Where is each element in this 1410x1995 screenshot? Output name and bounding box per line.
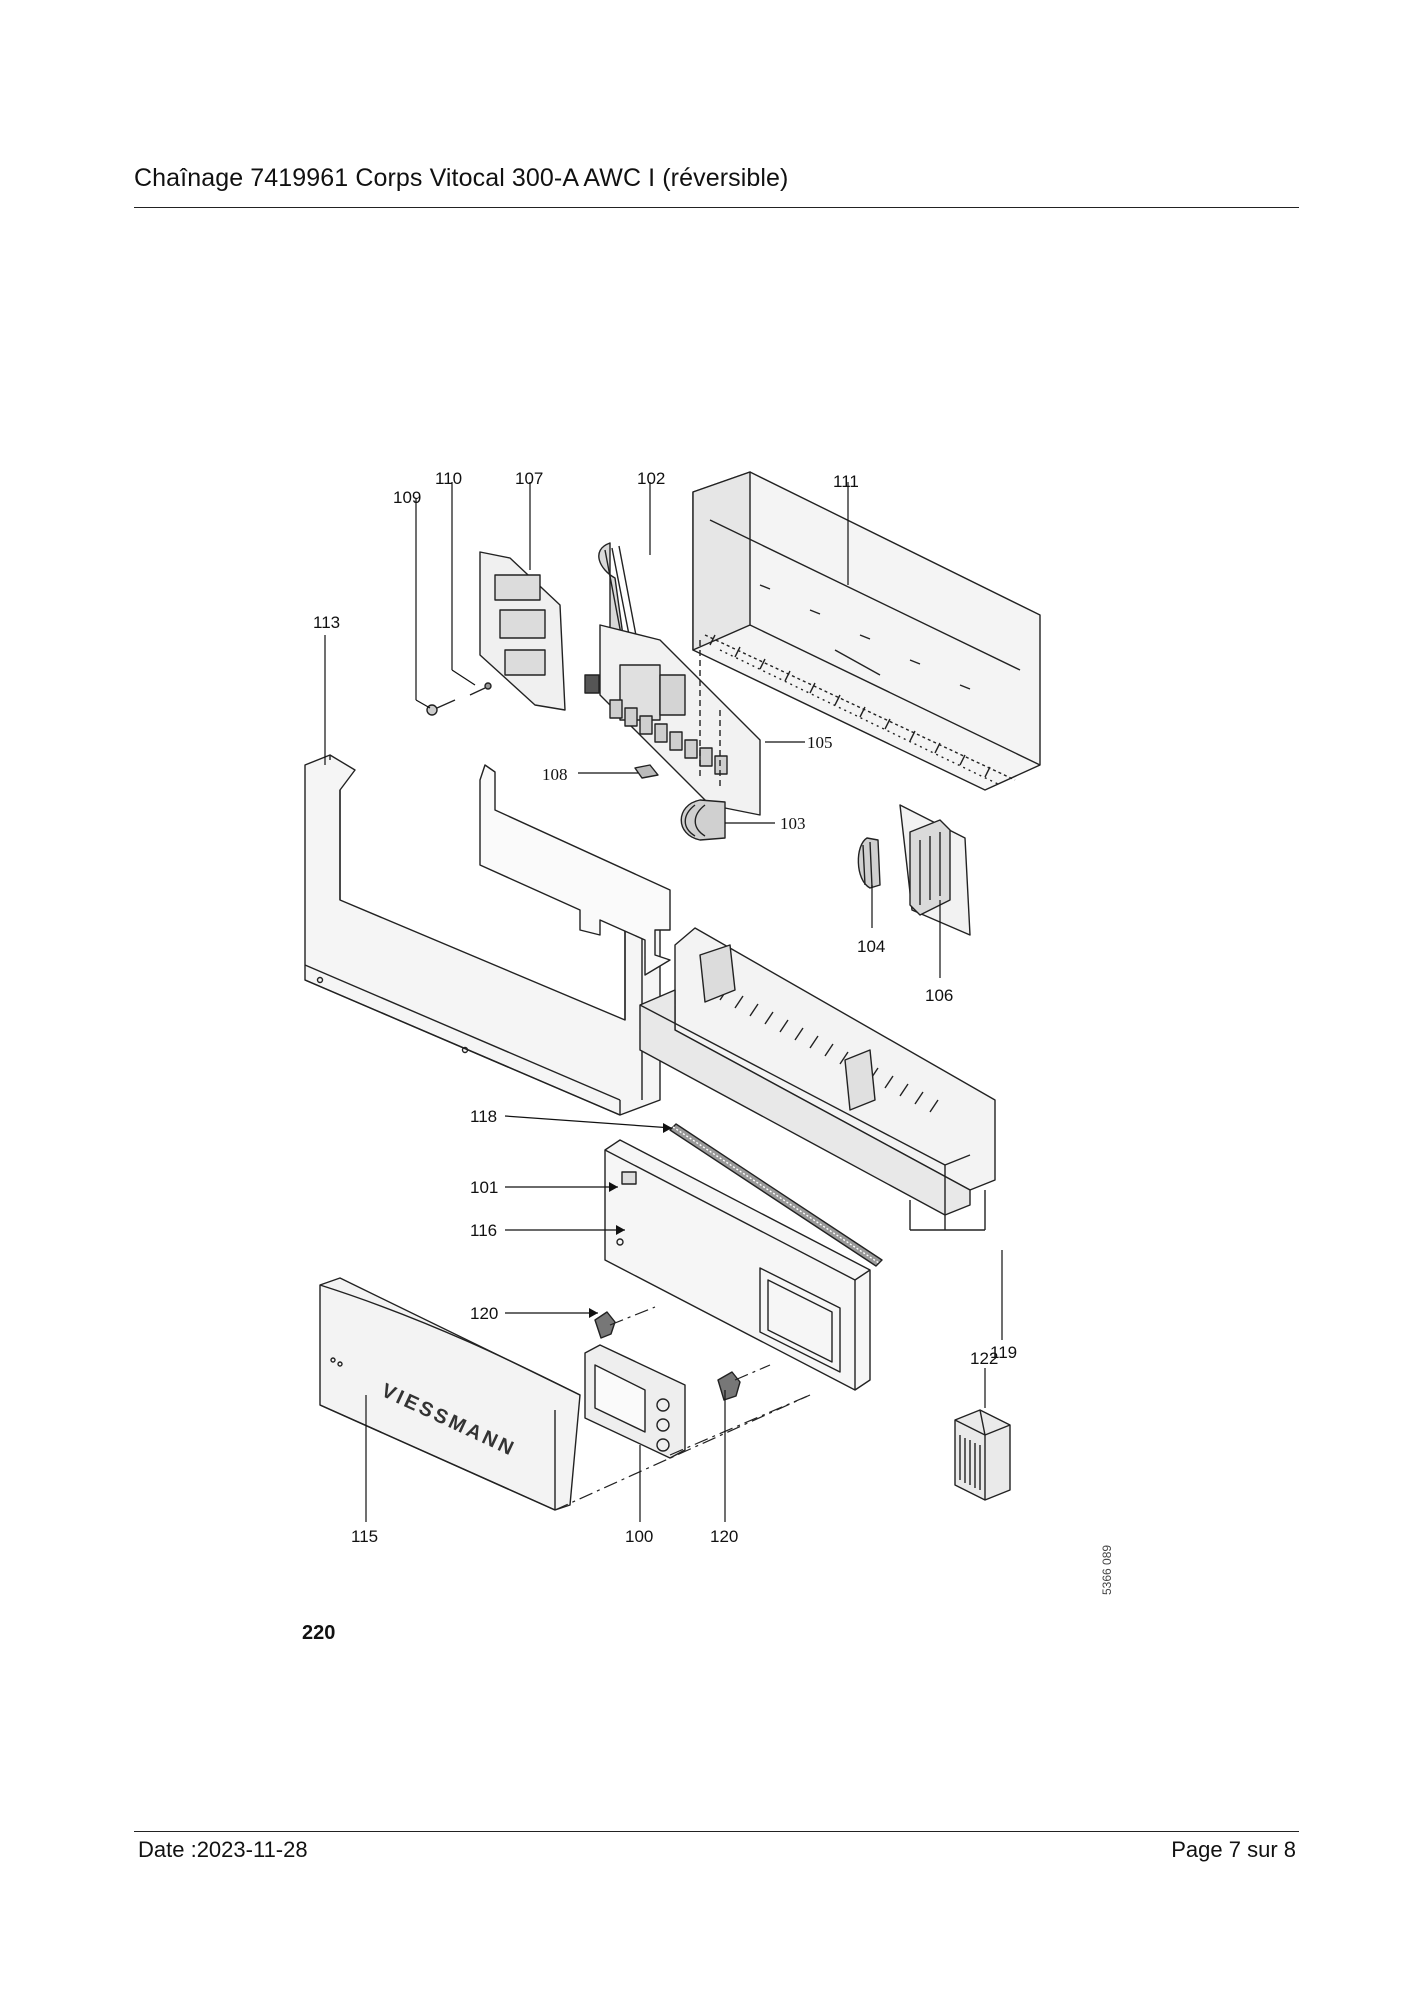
callout-103: 103: [780, 814, 806, 833]
callout-116: 116: [470, 1221, 497, 1240]
part-122-module-box: [954, 1409, 1011, 1501]
drawing-reference-number: 5366 089: [1100, 1544, 1114, 1595]
part-115-front-cover: [319, 1277, 581, 1511]
figure-number: 220: [302, 1622, 336, 1644]
callout-120-b: 120: [710, 1527, 738, 1546]
part-111-rear-housing: [692, 471, 1041, 791]
part-118-rail: [669, 1123, 883, 1267]
callout-105: 105: [807, 733, 833, 752]
exploded-parts-diagram: VIESSMANN 109 110 107 102 111 113 10: [304, 469, 1041, 1546]
footer-page-number: Page 7 sur 8: [1171, 1837, 1296, 1862]
callout-118: 118: [470, 1107, 497, 1126]
callout-101: 101: [470, 1178, 498, 1197]
callout-110: 110: [435, 469, 462, 488]
part-116-control-housing: [604, 1139, 871, 1391]
document-title: Chaînage 7419961 Corps Vitocal 300-A AWC…: [134, 164, 789, 192]
part-119-bottom-housing: [639, 927, 996, 1231]
callout-102: 102: [637, 469, 665, 488]
part-109-screw: [426, 699, 456, 716]
footer-divider: [134, 1831, 1299, 1832]
part-106-relay-board: [899, 804, 971, 936]
callout-113: 113: [313, 613, 340, 632]
callout-107: 107: [515, 469, 543, 488]
callout-120-a: 120: [470, 1304, 498, 1323]
footer-date: Date :2023-11-28: [138, 1837, 308, 1862]
part-105-main-board: [584, 624, 761, 816]
callout-100: 100: [625, 1527, 653, 1546]
part-120-clip-right: [717, 1371, 741, 1401]
leader-lines: [324, 482, 1003, 1522]
callout-119: 119: [990, 1343, 1017, 1362]
callout-108: 108: [542, 765, 568, 784]
header-divider: [134, 207, 1299, 208]
insulation-sheet: [479, 764, 671, 976]
callout-122: 122: [970, 1349, 998, 1368]
part-103-cable: [680, 799, 726, 841]
callout-106: 106: [925, 986, 953, 1005]
part-110-pin: [469, 682, 492, 696]
callout-104: 104: [857, 937, 885, 956]
part-107-board: [479, 551, 566, 711]
part-120-clip-left: [594, 1311, 616, 1339]
callout-111: 111: [833, 472, 859, 491]
assembly-lines: [554, 1306, 811, 1511]
leader-arrows: [589, 1123, 672, 1318]
callout-115: 115: [351, 1527, 378, 1546]
part-100-display-module: [584, 1344, 686, 1459]
part-108-small-clip: [634, 764, 659, 779]
part-104-cable: [857, 837, 881, 889]
callout-109: 109: [393, 488, 421, 507]
